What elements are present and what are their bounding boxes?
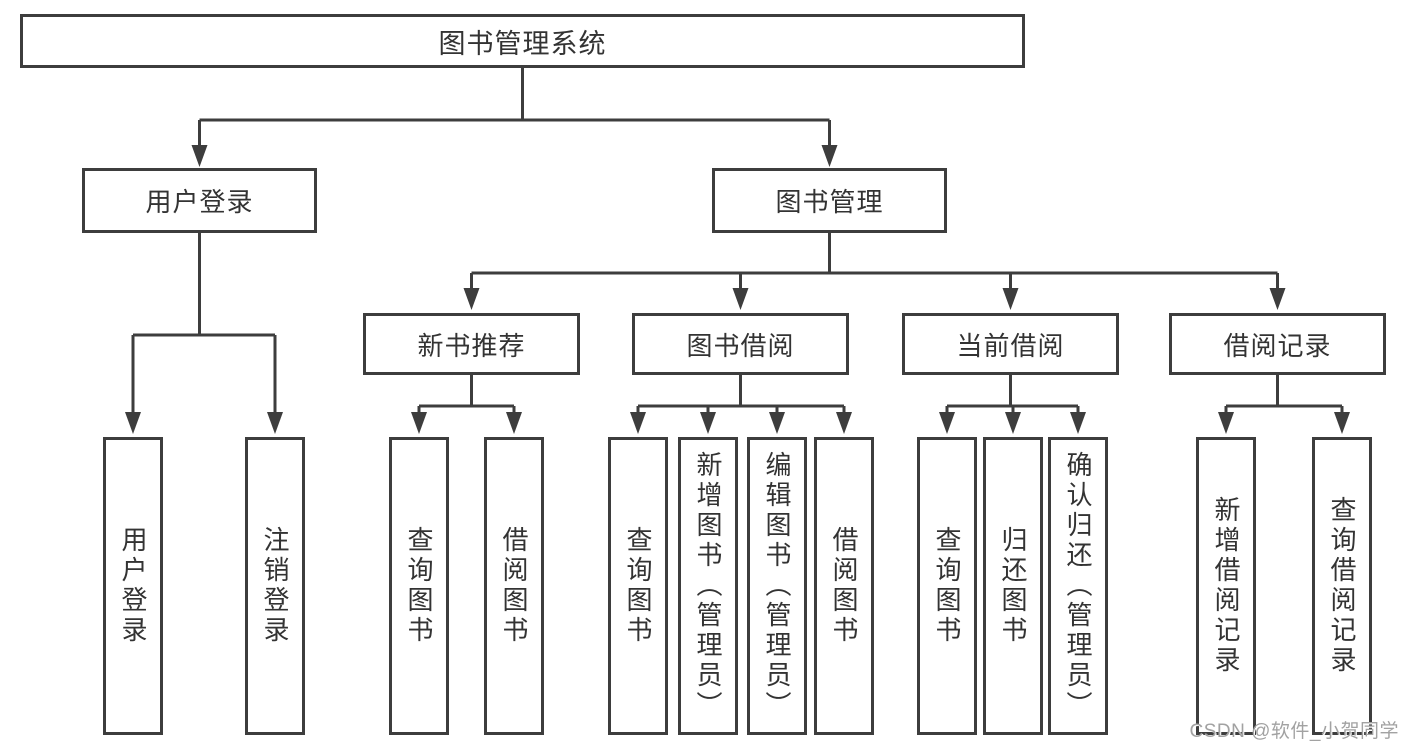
arrow-down-icon — [191, 145, 208, 167]
node-label: 图书管理 — [775, 187, 884, 217]
arrow-down-icon — [769, 412, 785, 434]
edge-currentborrow-to-leaves — [945, 375, 1080, 416]
node-borrowing-records: 借阅记录 — [1169, 313, 1386, 375]
node-label: 借阅图书 — [829, 526, 859, 646]
leaf-borrow-books-newbooks: 借阅图书 — [484, 437, 544, 735]
leaf-user-login: 用户登录 — [103, 437, 163, 735]
leaf-query-books-borrow: 查询图书 — [608, 437, 668, 735]
arrow-down-icon — [1070, 412, 1086, 434]
node-label: 注销登录 — [260, 526, 290, 646]
edge-root-to-level2 — [198, 68, 831, 149]
arrow-down-icon — [506, 412, 522, 434]
node-label: 编辑图书（管理员） — [762, 451, 792, 721]
leaf-add-books-admin: 新增图书（管理员） — [678, 437, 738, 735]
arrow-down-icon — [1334, 412, 1350, 434]
leaf-query-books-newbooks: 查询图书 — [389, 437, 449, 735]
arrow-down-icon — [1218, 412, 1234, 434]
arrow-down-icon — [630, 412, 646, 434]
node-label: 图书借阅 — [686, 330, 795, 361]
leaf-edit-books-admin: 编辑图书（管理员） — [747, 437, 807, 735]
edge-bookborrow-to-leaves — [636, 375, 846, 416]
arrow-down-icon — [700, 412, 716, 434]
arrow-down-icon — [1002, 288, 1019, 310]
leaf-logout: 注销登录 — [245, 437, 305, 735]
edge-borrowrecords-to-leaves — [1224, 375, 1344, 416]
node-label: 确认归还（管理员） — [1063, 451, 1093, 721]
node-label: 借阅记录 — [1223, 330, 1332, 361]
arrow-down-icon — [939, 412, 955, 434]
leaf-add-borrow-record: 新增借阅记录 — [1196, 437, 1256, 735]
edge-userlogin-to-leaves — [131, 233, 277, 416]
node-label: 归还图书 — [998, 526, 1028, 646]
node-label: 查询借阅记录 — [1327, 496, 1357, 676]
edge-bookmgmt-to-level3 — [470, 233, 1279, 292]
node-label: 借阅图书 — [499, 526, 529, 646]
node-label: 查询图书 — [404, 526, 434, 646]
leaf-return-books: 归还图书 — [983, 437, 1043, 735]
arrow-down-icon — [411, 412, 427, 434]
node-book-management: 图书管理 — [712, 168, 947, 233]
node-label: 用户登录 — [145, 187, 254, 217]
csdn-watermark: CSDN @软件_小贺同学 — [1189, 721, 1399, 742]
node-label: 图书管理系统 — [438, 28, 607, 59]
node-label: 新增借阅记录 — [1211, 496, 1241, 676]
node-label: 查询图书 — [623, 526, 653, 646]
node-label: 用户登录 — [118, 526, 148, 646]
arrow-down-icon — [836, 412, 852, 434]
arrow-down-icon — [732, 288, 749, 310]
node-library-management-system: 图书管理系统 — [20, 14, 1025, 68]
node-user-login: 用户登录 — [82, 168, 317, 233]
arrow-down-icon — [1269, 288, 1286, 310]
leaf-query-borrow-record: 查询借阅记录 — [1312, 437, 1372, 735]
node-current-borrowing: 当前借阅 — [902, 313, 1119, 375]
leaf-borrow-books-borrow: 借阅图书 — [814, 437, 874, 735]
node-label: 当前借阅 — [956, 330, 1065, 361]
node-label: 新增图书（管理员） — [693, 451, 723, 721]
node-new-book-recommend: 新书推荐 — [363, 313, 580, 375]
leaf-query-books-current: 查询图书 — [917, 437, 977, 735]
arrow-down-icon — [821, 145, 838, 167]
edge-newbooks-to-leaves — [417, 375, 516, 416]
arrow-down-icon — [1005, 412, 1021, 434]
arrowheads — [125, 145, 1350, 434]
node-label: 新书推荐 — [417, 330, 526, 361]
node-label: 查询图书 — [932, 526, 962, 646]
arrow-down-icon — [125, 412, 141, 434]
node-book-borrowing: 图书借阅 — [632, 313, 849, 375]
arrow-down-icon — [463, 288, 480, 310]
arrow-down-icon — [267, 412, 283, 434]
leaf-confirm-return-admin: 确认归还（管理员） — [1048, 437, 1108, 735]
